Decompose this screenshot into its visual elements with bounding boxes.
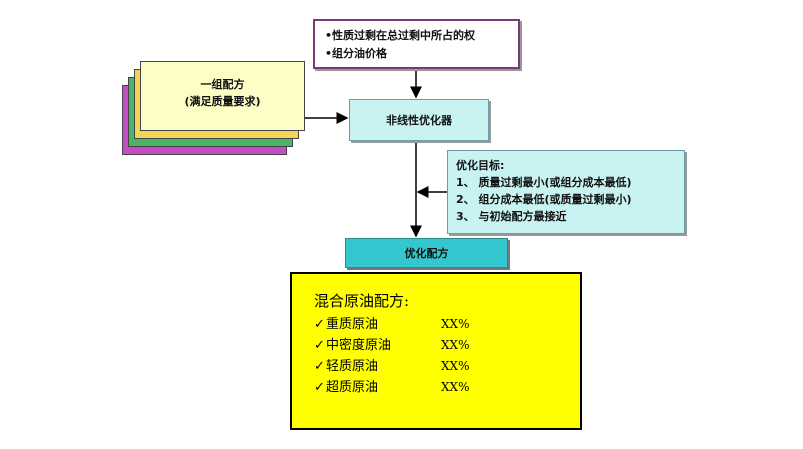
oil-value: XX% <box>441 317 470 331</box>
goal-item: 2、 组分成本最低(或质量过剩最小) <box>456 193 632 206</box>
check-icon: ✓ <box>314 338 325 353</box>
check-icon: ✓ <box>314 380 325 395</box>
check-icon: ✓ <box>314 317 325 332</box>
goal-item: 3、 与初始配方最接近 <box>456 210 567 223</box>
input-line: •性质过剩在总过剩中所占的权 <box>325 29 476 42</box>
oil-name: 中密度原油 <box>326 338 392 353</box>
result-row: ✓ 重质原油 XX% <box>314 314 580 335</box>
oil-name: 超质原油 <box>326 380 379 395</box>
optimizer-label: 非线性优化器 <box>386 114 452 127</box>
oil-value: XX% <box>441 338 470 352</box>
result-title: 混合原油配方: <box>314 292 410 310</box>
recipe-card-front: 一组配方 (满足质量要求) <box>140 61 305 131</box>
oil-value: XX% <box>441 359 470 373</box>
goals-title: 优化目标: <box>456 159 505 172</box>
result-row: ✓ 超质原油 XX% <box>314 377 580 398</box>
oil-name: 轻质原油 <box>326 359 379 374</box>
result-row: ✓ 中密度原油 XX% <box>314 335 580 356</box>
input-line: •组分油价格 <box>325 47 388 60</box>
output-box: 优化配方 <box>345 238 508 268</box>
recipe-card-subtitle: (满足质量要求) <box>184 95 261 108</box>
oil-name: 重质原油 <box>326 317 379 332</box>
optimizer-box: 非线性优化器 <box>349 99 489 141</box>
result-row: ✓ 轻质原油 XX% <box>314 356 580 377</box>
result-box: 混合原油配方: ✓ 重质原油 XX% ✓ 中密度原油 XX% ✓ 轻质原油 XX… <box>290 272 582 430</box>
oil-value: XX% <box>441 380 470 394</box>
recipe-card-title: 一组配方 <box>200 78 245 91</box>
goals-box: 优化目标: 1、 质量过剩最小(或组分成本最低) 2、 组分成本最低(或质量过剩… <box>447 150 685 234</box>
goal-item: 1、 质量过剩最小(或组分成本最低) <box>456 176 632 189</box>
check-icon: ✓ <box>314 359 325 374</box>
output-label: 优化配方 <box>404 247 449 260</box>
input-parameters-box: •性质过剩在总过剩中所占的权 •组分油价格 <box>313 19 520 69</box>
